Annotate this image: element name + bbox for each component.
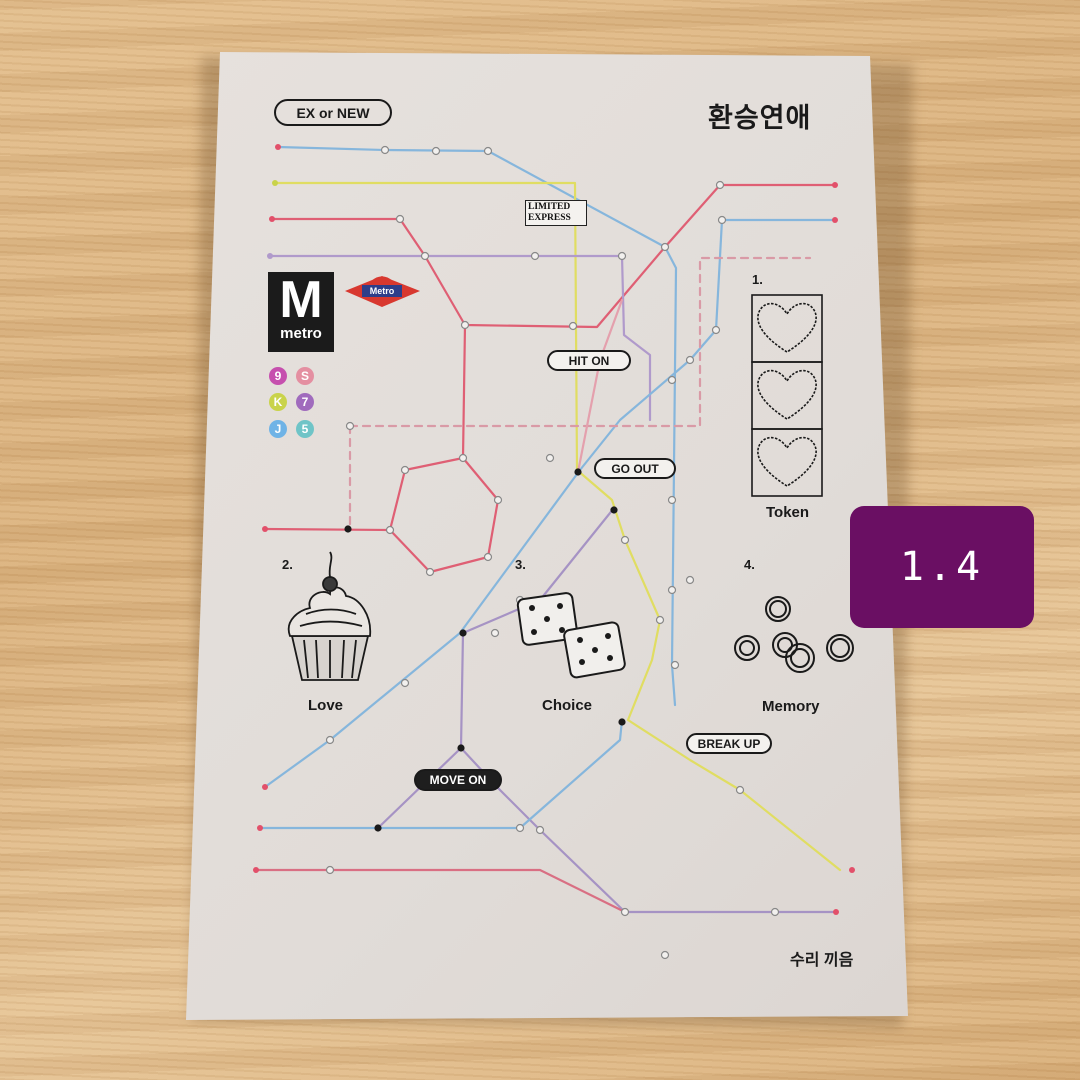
line-badge: S [296,367,314,385]
metro-logo: M metro [268,272,334,352]
blue-diagonal [263,218,837,789]
line-badge: 5 [296,420,314,438]
item-number-2: 2. [282,557,293,572]
author-name: 수리 끼음 [790,952,854,969]
line-badge: J [269,420,287,438]
item-number-3: 3. [515,557,526,572]
dashed-route [348,256,812,428]
line-badge: 9 [269,367,287,385]
pink-bottom [253,868,627,914]
line-badge: 7 [296,393,314,411]
station-break-up: BREAK UP [686,733,772,754]
metro-roundel-icon [345,276,420,307]
red-line-west [263,527,392,532]
item-caption-choice: Choice [542,697,593,714]
metro-roundel-label: Metro [369,286,395,296]
station-hit-on: HIT ON [547,350,631,371]
limited-express-line-2: EXPRESS [528,213,571,223]
red-line-branch [388,323,500,574]
series-tag: EX or NEW [274,99,392,126]
page-label-badge: 1.4 [850,506,1034,628]
book-title: 환승연애 [708,103,812,133]
metro-logo-letter: M [279,271,323,329]
rings-icon [734,596,854,673]
item-number-4: 4. [744,557,755,572]
station-move-on: MOVE ON [414,769,502,791]
cupcake-icon [287,551,372,681]
limited-express-line-1: LIMITED [528,202,571,212]
red-line [270,183,837,329]
item-number-1: 1. [752,272,763,287]
station-go-out: GO OUT [594,458,676,479]
item-caption-memory: Memory [762,698,820,715]
purple-line [268,254,652,422]
item-caption-love: Love [308,697,344,714]
heart-token-icon [751,294,823,497]
item-caption-token: Token [766,504,810,521]
line-badge: K [269,393,287,411]
limited-express-sign: LIMITED EXPRESS [525,200,587,226]
metro-logo-word: metro [280,325,322,342]
dice-icon [516,592,626,679]
